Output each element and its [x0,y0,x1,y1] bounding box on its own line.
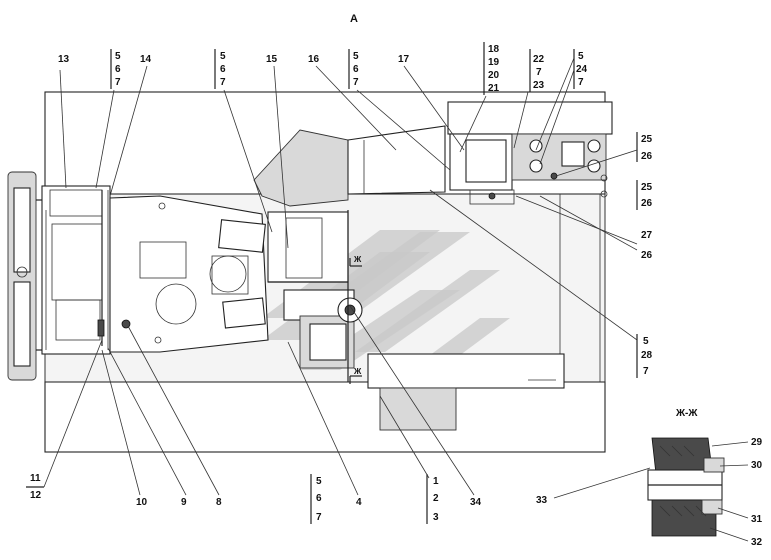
callout-19: 19 [488,57,500,68]
left-compartment [41,185,111,355]
callout-25b: 25 [641,182,653,193]
callout-7c: 7 [353,77,359,88]
callout-27: 27 [641,230,653,241]
callout-5d: 5 [578,51,584,62]
callout-6f: 6 [316,493,322,504]
callout-11: 11 [30,473,41,484]
callout-leaders [26,42,638,524]
callout-26b: 26 [641,198,653,209]
callout-5a: 5 [115,51,121,62]
callout-34: 34 [470,497,482,508]
callout-16: 16 [308,54,320,65]
central-housing [267,210,363,382]
callout-7a: 7 [115,77,121,88]
callout-3: 3 [433,512,439,523]
callout-7g: 7 [316,512,322,523]
callout-labels: 13 5 6 7 14 5 6 7 15 16 5 6 7 17 18 19 2… [30,44,653,523]
callout-33: 33 [536,495,548,506]
callout-7d: 7 [536,67,542,78]
callout-26a: 26 [641,151,653,162]
section-marker-label-lower: Ж [353,367,362,376]
callout-4: 4 [356,497,362,508]
callout-20: 20 [488,70,500,81]
section-marker-label-upper: Ж [353,255,362,264]
callout-32: 32 [751,537,763,548]
air-duct [253,125,446,207]
view-title: А [350,13,358,25]
callout-14: 14 [140,54,152,65]
callout-5f: 5 [316,476,322,487]
section-marker-lower: Ж [349,367,362,384]
callout-5b: 5 [220,51,226,62]
section-callouts: 29 30 31 32 33 [536,437,763,548]
engine-plate [109,195,269,353]
callout-15: 15 [266,54,278,65]
callout-23: 23 [533,80,545,91]
front-bumper [7,171,50,381]
callout-12: 12 [30,490,42,501]
callout-8: 8 [216,497,222,508]
callout-26c: 26 [641,250,653,261]
section-marker-upper: Ж [349,255,362,267]
right-upper-block [447,101,613,205]
callout-21: 21 [488,83,500,94]
callout-18: 18 [488,44,500,55]
section-title: Ж-Ж [675,408,698,419]
callout-29: 29 [751,437,763,448]
callout-2: 2 [433,493,439,504]
callout-28: 28 [641,350,653,361]
callout-22: 22 [533,54,545,65]
callout-6c: 6 [353,64,359,75]
callout-13: 13 [58,54,70,65]
callout-17: 17 [398,54,410,65]
callout-6a: 6 [115,64,121,75]
callout-1: 1 [433,476,439,487]
callout-5c: 5 [353,51,359,62]
callout-6b: 6 [220,64,226,75]
callout-31: 31 [751,514,763,525]
callout-10: 10 [136,497,148,508]
callout-5e: 5 [643,336,649,347]
callout-24: 24 [576,64,588,75]
callout-30: 30 [751,460,763,471]
section-detail [647,437,725,537]
callout-9: 9 [181,497,187,508]
callout-7e: 7 [578,77,584,88]
callout-7f: 7 [643,366,649,377]
callout-7b: 7 [220,77,226,88]
callout-25a: 25 [641,134,653,145]
